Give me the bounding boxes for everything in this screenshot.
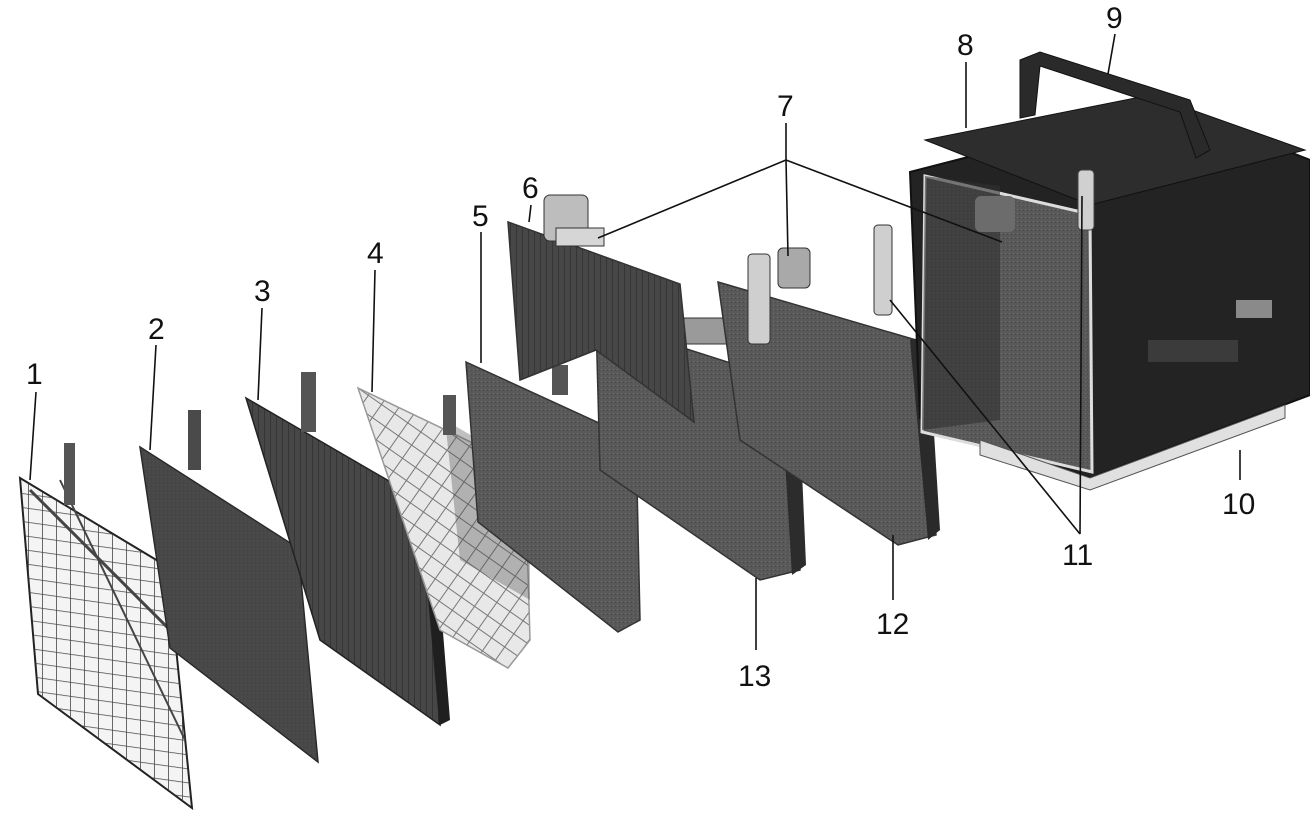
leader-9	[1107, 33, 1116, 75]
callout-1: 1	[26, 358, 43, 391]
leader-11b	[1079, 195, 1083, 535]
callout-labels: 1 2 3 4 5 6 7 8 9 10 11 12 13	[26, 2, 1255, 693]
leader-1	[29, 391, 37, 481]
callout-2: 2	[148, 313, 165, 346]
plate-in-separator-envelope	[465, 360, 641, 633]
leader-7a	[597, 123, 787, 239]
callout-13: 13	[738, 660, 771, 693]
negative-plate	[139, 410, 319, 764]
callout-8: 8	[957, 29, 974, 62]
callout-12: 12	[876, 608, 909, 641]
callout-7: 7	[777, 90, 794, 123]
callout-11: 11	[1062, 539, 1093, 572]
battery-case	[908, 51, 1310, 491]
callout-3: 3	[254, 275, 271, 308]
callout-9: 9	[1106, 2, 1123, 35]
plate-block-12	[717, 224, 940, 546]
leader-2	[149, 344, 157, 451]
leader-7b	[785, 159, 1003, 243]
leader-3	[257, 307, 263, 401]
plate-block-6	[507, 194, 695, 424]
leader-11a	[889, 299, 1081, 535]
callout-10: 10	[1222, 488, 1255, 521]
leader-6	[528, 204, 532, 223]
lead-grid	[18, 443, 194, 811]
callout-6: 6	[522, 172, 539, 205]
callout-4: 4	[367, 237, 384, 270]
leader-4	[371, 269, 376, 393]
callout-5: 5	[472, 200, 489, 233]
leader-7c	[785, 159, 789, 257]
callout-leaders	[29, 33, 1241, 650]
